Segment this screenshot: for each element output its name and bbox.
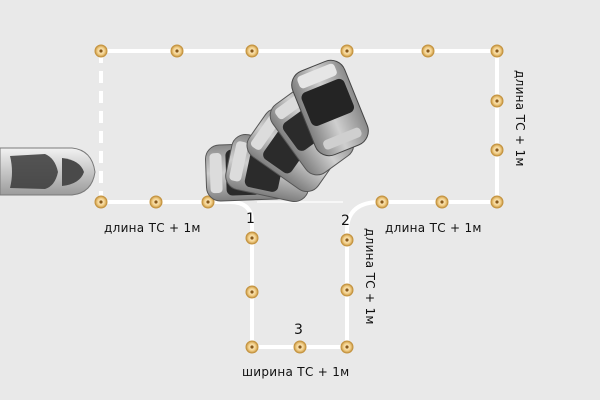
traffic-cone-icon — [250, 236, 254, 240]
traffic-cone-icon — [495, 49, 499, 53]
traffic-cone-icon — [345, 238, 349, 242]
traffic-cone-icon — [250, 49, 254, 53]
traffic-cone-icon — [154, 200, 158, 204]
marker-2: 2 — [341, 213, 350, 229]
traffic-cone-icon — [250, 290, 254, 294]
traffic-cone-icon — [345, 288, 349, 292]
traffic-cone-icon — [495, 148, 499, 152]
cones — [94, 44, 504, 354]
traffic-cone-icon — [298, 345, 302, 349]
marker-3: 3 — [294, 322, 303, 338]
car-icon — [291, 59, 369, 157]
traffic-cone-icon — [99, 49, 103, 53]
right-side-dimension-label: длина ТС + 1м — [513, 70, 527, 167]
traffic-cone-icon — [426, 49, 430, 53]
traffic-cone-icon — [345, 345, 349, 349]
traffic-cone-icon — [440, 200, 444, 204]
traffic-cone-icon — [206, 200, 210, 204]
traffic-cone-icon — [380, 200, 384, 204]
pocket-bottom-dimension-label: ширина ТС + 1м — [242, 365, 350, 379]
pocket-side-dimension-label: длина ТС + 1м — [363, 228, 377, 325]
bottom-right-dimension-label: длина ТС + 1м — [385, 221, 482, 235]
bottom-left-boundary-line — [101, 200, 254, 223]
traffic-cone-icon — [345, 49, 349, 53]
traffic-cone-icon — [175, 49, 179, 53]
car-icon — [0, 147, 96, 196]
traffic-cone-icon — [250, 345, 254, 349]
traffic-cone-icon — [495, 200, 499, 204]
traffic-cone-icon — [99, 200, 103, 204]
traffic-cone-icon — [495, 99, 499, 103]
bottom-left-dimension-label: длина ТС + 1м — [104, 221, 201, 235]
marker-1: 1 — [246, 211, 255, 227]
